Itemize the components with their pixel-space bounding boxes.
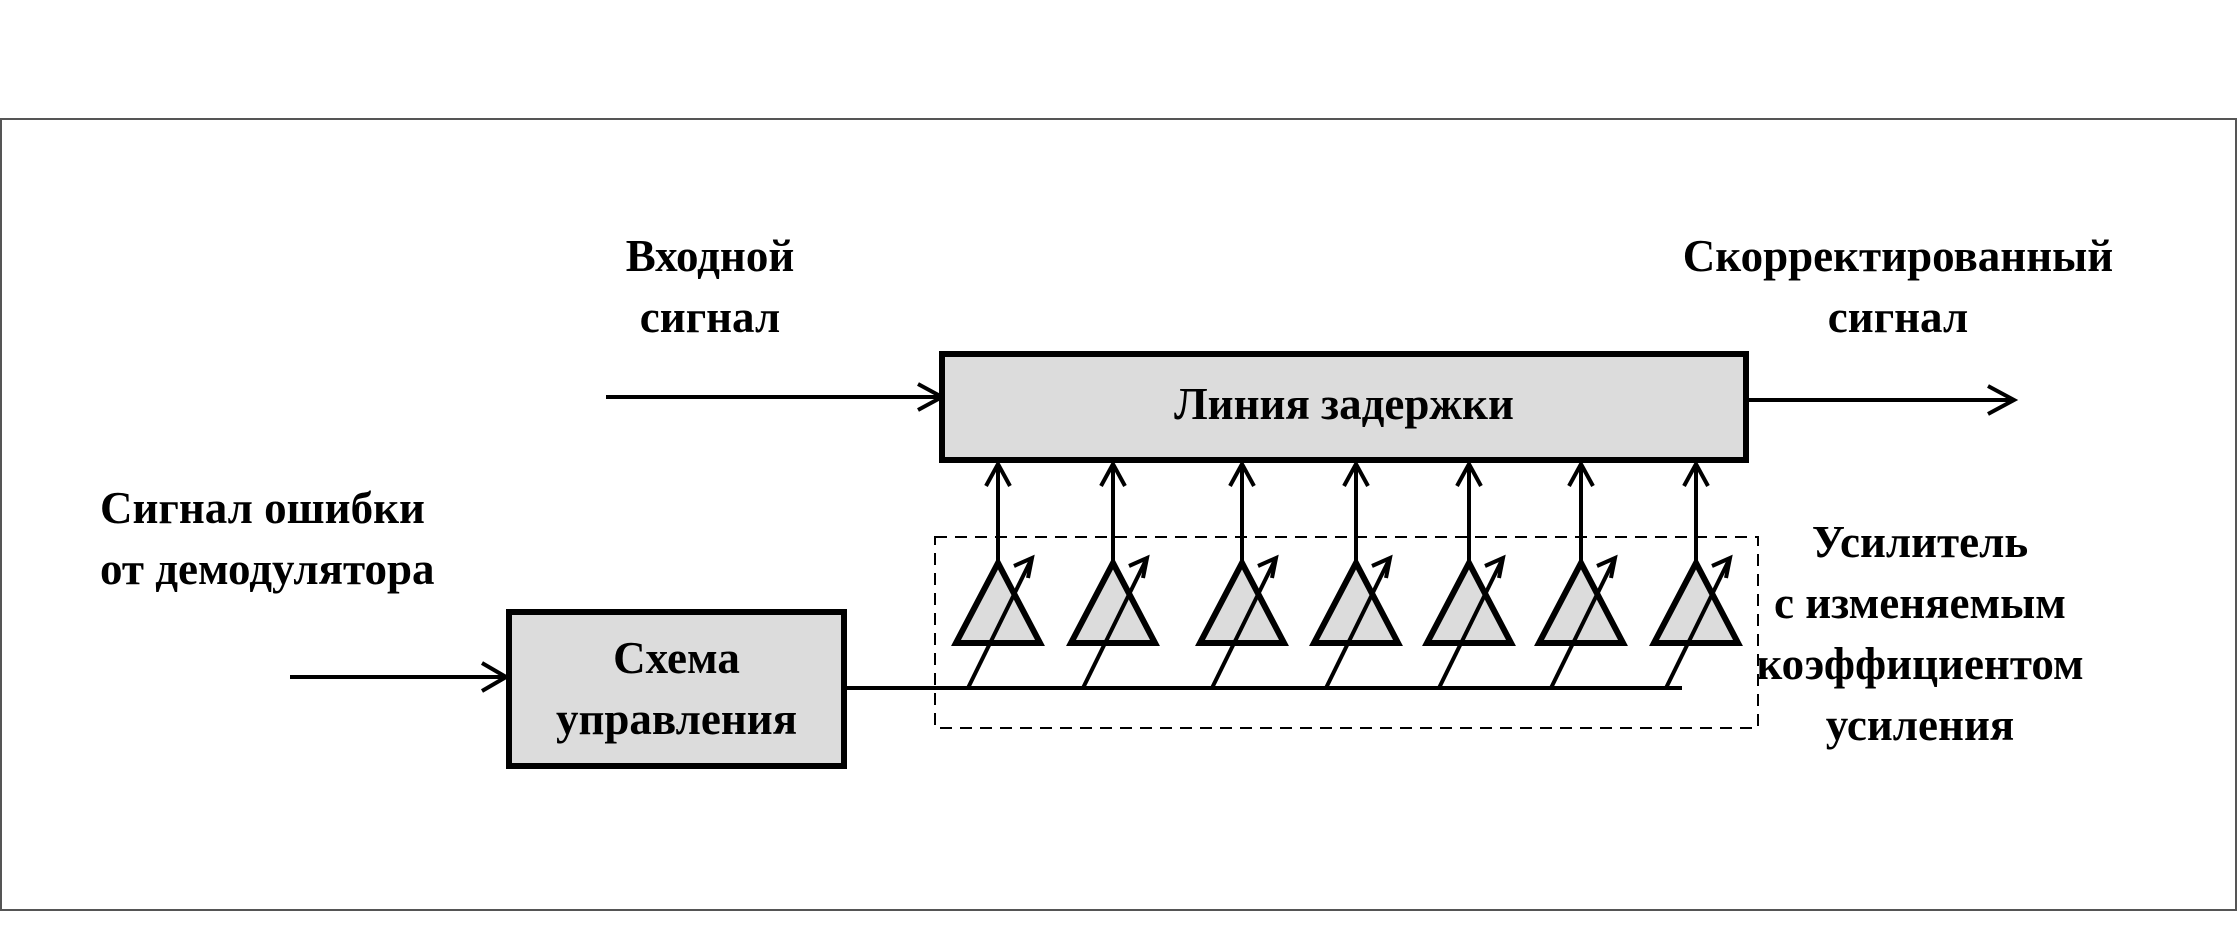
input-signal-line2: сигнал xyxy=(639,292,781,342)
control-circuit-line2: управления xyxy=(555,694,798,744)
amplifier-triangle xyxy=(1195,556,1289,646)
delay-line-text: Линия задержки xyxy=(1174,379,1514,429)
amplifier-caption: Усилитель с изменяемым коэффициентом уси… xyxy=(1740,512,2100,756)
delay-line-label: Линия задержки xyxy=(942,374,1746,435)
gain-control-arrow xyxy=(1664,561,1730,689)
output-signal-line1: Скорректированный xyxy=(1682,231,2114,281)
amplifier-caption-line4: усиления xyxy=(1825,700,2015,750)
tap-arrowhead xyxy=(984,459,1012,487)
gain-control-arrow xyxy=(1324,561,1390,689)
gain-control-arrow xyxy=(1437,561,1503,689)
input-signal-line1: Входной xyxy=(625,231,795,281)
diagram-frame xyxy=(0,118,2237,911)
control-circuit-line1: Схема xyxy=(613,633,740,683)
tap-arrowhead xyxy=(1567,459,1595,487)
amplifier-caption-line2: с изменяемым xyxy=(1774,578,2066,628)
amplifier-triangle xyxy=(1649,556,1743,646)
gain-control-arrow xyxy=(1210,561,1276,689)
error-signal-label: Сигнал ошибки от демодулятора xyxy=(100,478,435,600)
tap-arrowhead xyxy=(1682,459,1710,487)
amplifier-triangle xyxy=(1422,556,1516,646)
error-signal-line1: Сигнал ошибки xyxy=(100,483,425,533)
output-signal-label: Скорректированный сигнал xyxy=(1638,226,2158,348)
gain-control-arrowhead xyxy=(1013,554,1035,579)
gain-control-arrow xyxy=(1549,561,1615,689)
amplifier-array xyxy=(951,459,1743,689)
tap-arrowhead xyxy=(1455,459,1483,487)
tap-arrowhead xyxy=(1099,459,1127,487)
amplifier-triangle xyxy=(1066,556,1160,646)
gain-control-arrowhead xyxy=(1371,554,1393,579)
control-circuit-box xyxy=(506,609,847,769)
gain-control-arrow xyxy=(966,561,1032,689)
tap-arrowhead xyxy=(1228,459,1256,487)
gain-control-arrowhead xyxy=(1484,554,1506,579)
amplifier-caption-line3: коэффициентом xyxy=(1756,639,2084,689)
delay-line-box xyxy=(939,351,1749,463)
control-circuit-label: Схема управления xyxy=(509,628,844,750)
amplifier-triangle xyxy=(951,556,1045,646)
amplifier-triangle xyxy=(1309,556,1403,646)
input-signal-label: Входной сигнал xyxy=(600,226,820,348)
gain-control-arrowhead xyxy=(1257,554,1279,579)
gain-control-arrowhead xyxy=(1128,554,1150,579)
gain-control-arrowhead xyxy=(1596,554,1618,579)
amplifier-triangle xyxy=(1534,556,1628,646)
output-signal-arrowhead xyxy=(1987,384,2019,416)
amplifier-group-dashed-frame xyxy=(934,536,1759,729)
gain-control-arrow xyxy=(1081,561,1147,689)
gain-control-arrowhead xyxy=(1711,554,1733,579)
output-signal-line2: сигнал xyxy=(1827,292,1969,342)
amplifier-caption-line1: Усилитель xyxy=(1811,517,2029,567)
error-signal-line2: от демодулятора xyxy=(100,544,435,594)
tap-arrowhead xyxy=(1342,459,1370,487)
